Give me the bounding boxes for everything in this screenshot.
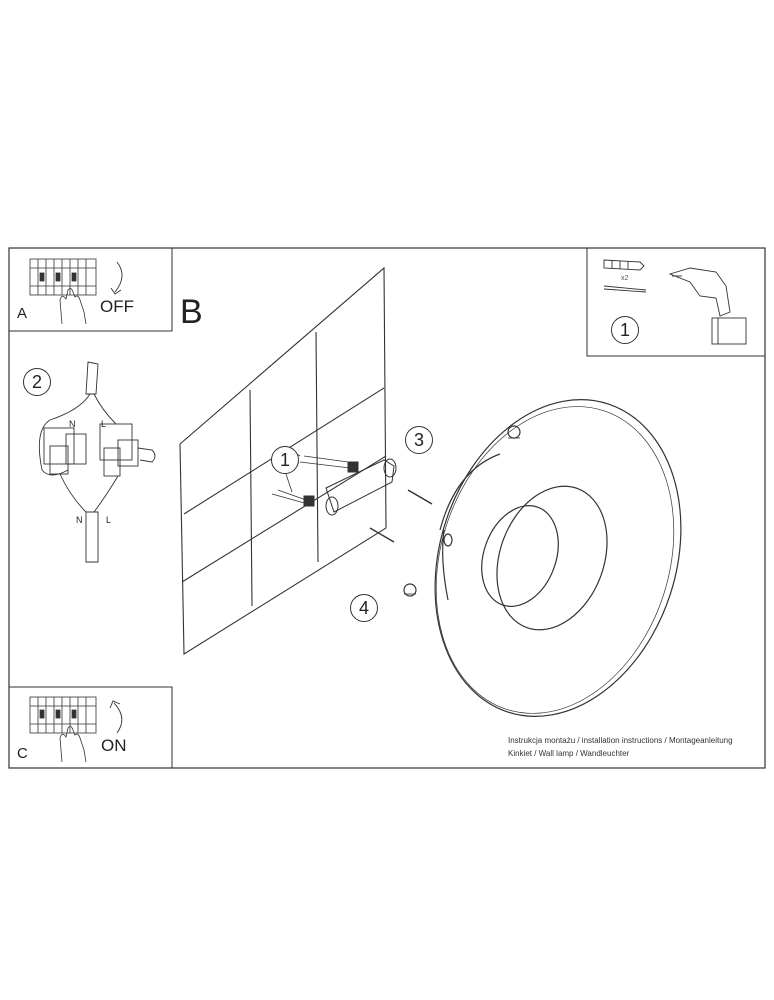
live-wire-label-top: L [101,419,107,429]
mounting-bracket [271,455,433,543]
section-c-label: C [17,745,28,762]
step-3-marker: 3 [405,426,433,454]
breaker-on-icon [29,696,123,763]
step-1-tools-marker: 1 [611,316,639,344]
on-label: ON [101,736,127,755]
wiring-diagram [38,361,156,563]
live-wire-label-bottom: L [106,515,112,525]
neutral-wire-label-top: N [69,419,76,429]
step-1-dowels-marker: 1 [271,446,299,474]
section-b-label: B [180,293,203,331]
lamp-illustration [403,399,682,717]
breaker-off-icon [29,258,123,325]
step-2-marker: 2 [23,368,51,396]
caption-instructions: Instrukcja montażu / installation instru… [508,736,733,745]
neutral-wire-label-bottom: N [76,515,83,525]
panel-frames [8,247,766,769]
tools-icon [603,259,747,345]
caption-product: Kinkiet / Wall lamp / Wandleuchter [508,749,630,758]
step-4-marker: 4 [350,594,378,622]
section-a-label: A [17,305,28,322]
quantity-label: x2 [621,275,629,282]
off-label: OFF [100,297,134,316]
